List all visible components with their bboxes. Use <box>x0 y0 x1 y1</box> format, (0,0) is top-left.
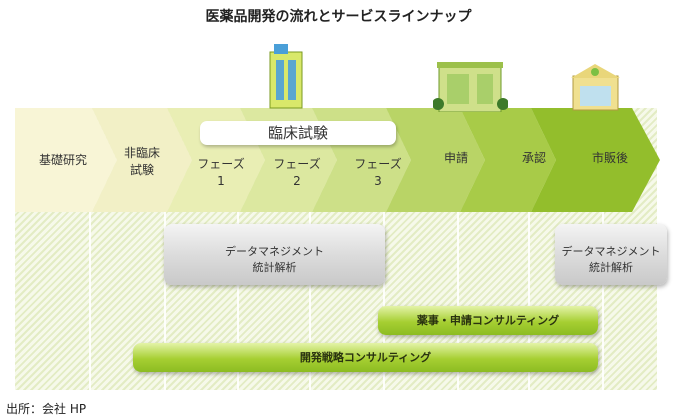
stage-label-text: 申請 <box>443 151 468 165</box>
chevron-application <box>386 108 485 212</box>
stage-label-text: 基礎研究 <box>38 153 87 167</box>
stage-label: フェーズ 2 <box>262 156 332 190</box>
stage-label-text: フェーズ <box>273 157 321 171</box>
stage-label: フェーズ 1 <box>186 156 256 190</box>
stage-label-text: 承認 <box>521 151 546 165</box>
chevron-basic-research <box>15 108 117 212</box>
lab-building-icon <box>269 44 303 109</box>
column-divider <box>164 212 166 390</box>
pharmacy-store-icon <box>571 64 620 111</box>
column-divider <box>528 212 530 390</box>
stage-label: 非臨床試験 <box>107 145 177 179</box>
office-building-icon <box>433 62 508 112</box>
stage-label: フェーズ 3 <box>343 156 413 190</box>
diagram-title: 医薬品開発の流れとサービスラインナップ <box>205 9 472 25</box>
service-label: 統計解析 <box>589 261 633 274</box>
stage-label-text: 市販後 <box>591 151 628 165</box>
stage-label: 市販後 <box>575 150 645 167</box>
column-divider <box>602 212 604 390</box>
stage-label-text: フェーズ <box>354 157 402 171</box>
data-management-service-post-marketing: データマネジメント統計解析 <box>555 224 667 285</box>
chevron-nonclinical <box>92 108 192 212</box>
column-divider <box>237 212 239 390</box>
stage-label: 承認 <box>499 150 569 167</box>
clinical-trial-label: 臨床試験 <box>200 121 396 145</box>
development-strategy-consulting-service: 開発戦略コンサルティング <box>133 343 598 372</box>
stage-label-text: 2 <box>293 174 301 188</box>
stage-label-text: 試験 <box>129 163 154 177</box>
stage-label: 申請 <box>421 150 491 167</box>
column-divider <box>309 212 311 390</box>
process-chevrons <box>15 108 660 212</box>
service-label: データマネジメント <box>561 245 661 258</box>
chevron-approval <box>460 108 556 212</box>
column-divider <box>457 212 459 390</box>
stage-label-text: 1 <box>217 174 225 188</box>
data-management-service-clinical: データマネジメント統計解析 <box>164 224 385 285</box>
regulatory-consulting-service: 薬事・申請コンサルティング <box>378 306 598 335</box>
service-label: データマネジメント <box>225 245 324 258</box>
stage-label: 基礎研究 <box>28 152 98 169</box>
stage-label-text: 非臨床 <box>123 146 160 160</box>
column-divider <box>383 212 385 390</box>
source-note: 出所：会社 HP <box>6 402 87 416</box>
chevron-post-marketing <box>531 108 660 212</box>
service-label: 統計解析 <box>252 261 297 274</box>
stage-label-text: 3 <box>374 174 382 188</box>
column-divider <box>89 212 91 390</box>
stage-label-text: フェーズ <box>197 157 245 171</box>
